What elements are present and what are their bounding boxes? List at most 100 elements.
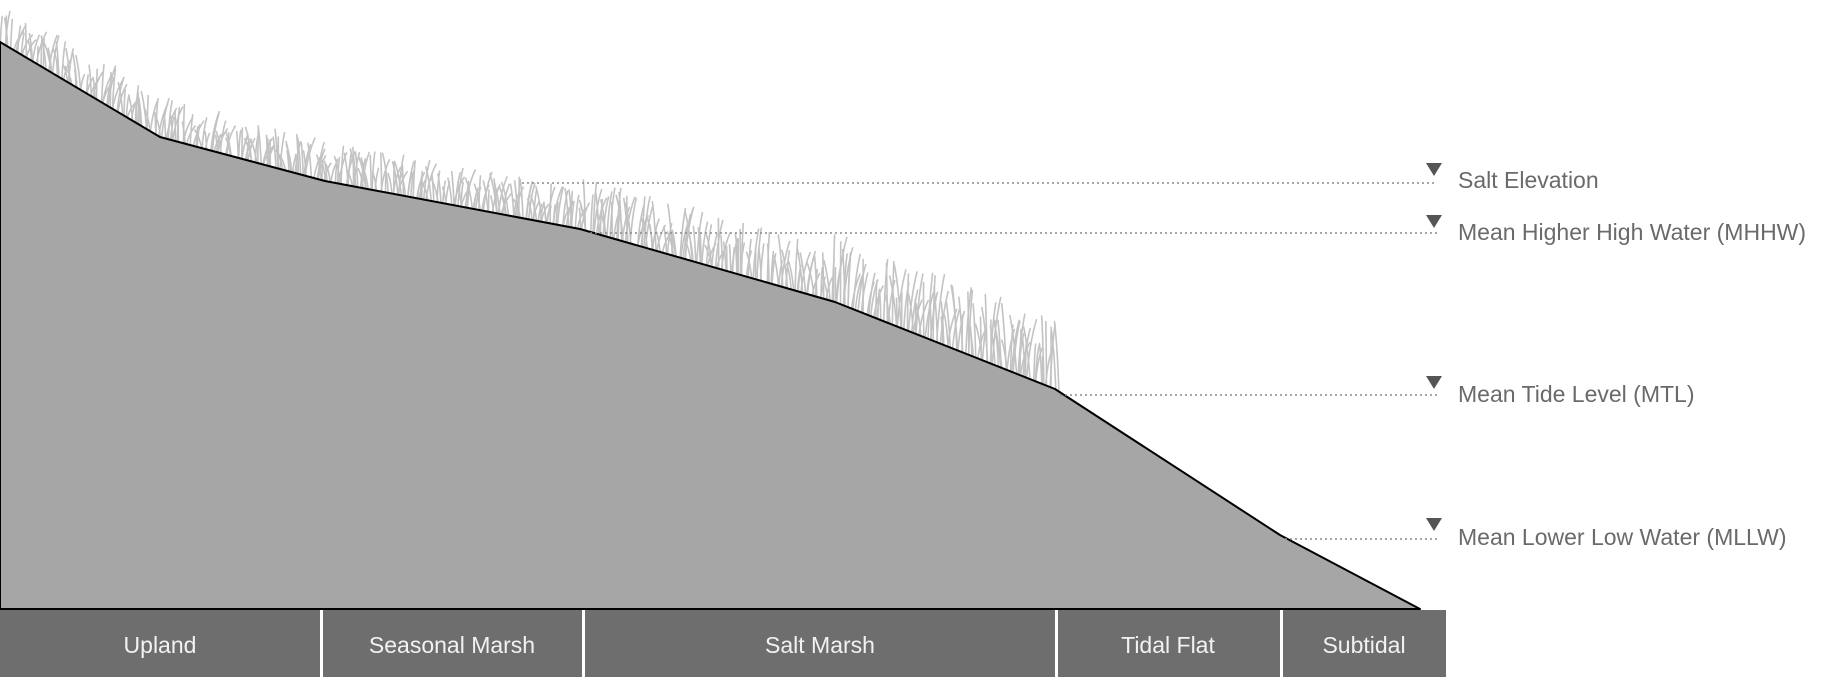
grass-blade [745,251,753,280]
grass-blade [482,180,489,214]
grass-blade [979,316,983,362]
grass-blade [624,202,632,246]
mtl-label: Mean Tide Level (MTL) [1458,381,1694,407]
grass-blade [537,203,543,223]
zone-divider [1280,610,1283,677]
grass-blade [876,288,881,321]
grass-blade [972,303,977,360]
grass-blade [781,249,789,291]
grass-blade [415,171,426,201]
grass-blade [875,280,878,321]
grass-blade [349,148,357,189]
grass-blade [1012,320,1021,374]
grass-blade [473,183,482,213]
grass-blade [984,293,988,364]
down-triangle-icon [1426,163,1442,176]
grass-blade [61,41,67,81]
grass-blade [243,137,253,164]
grass-blade [940,301,945,347]
grass-blade [684,211,694,263]
grass-blade [513,180,519,219]
grass-blade [786,263,793,292]
grass-blade [940,316,944,347]
grass-blade [929,300,933,343]
grass-blade [296,136,302,177]
grass-blade [805,257,815,296]
grass-blade [347,152,352,187]
grass-blade [294,140,302,176]
grass-blade [887,280,896,325]
grass-blade [393,160,403,198]
grass-blade [52,48,60,78]
grass-blade [422,159,431,202]
grass-blade [307,142,313,180]
grass-blade [969,326,973,358]
zone-upland: Upland [124,632,197,658]
grass-blade [957,310,966,352]
grass-blade [555,202,559,227]
grass-blade [481,184,490,213]
grass-blade [437,173,442,205]
grass-blade [48,34,58,72]
grass-blade [31,34,40,63]
grass-blade [369,154,372,192]
grass-blade [667,203,674,258]
grass-blade [806,261,815,298]
grass-blade [888,275,898,329]
grass-blade [519,178,524,220]
grass-blade [549,183,552,226]
grass-blade [739,242,745,278]
grass-blade [4,10,11,48]
grass-blade [1040,315,1045,386]
grass-blade [932,275,936,343]
zone-divider [582,610,585,677]
grass-blade [170,115,173,142]
grass-blade [371,151,376,192]
grass-blade [907,271,918,333]
grass-blade [731,247,736,275]
grass-blade [799,252,807,296]
zone-divider [1055,610,1058,677]
grass-blade [1009,314,1018,376]
grass-blade [989,302,997,366]
grass-blade [279,131,286,172]
grass-blade [961,314,964,354]
grass-blade [396,171,408,197]
grass-blade [272,136,277,170]
grass-blade [1034,344,1040,384]
grass-blade [883,292,892,327]
grass-blade [16,25,22,54]
grass-blade [965,287,972,356]
grass-blade [412,160,416,200]
grass-blade [552,186,563,226]
grass-blade [852,253,861,311]
grass-blade [595,192,600,236]
zone-divider [320,610,323,677]
grass-blade [896,269,907,329]
salt-elevation-label: Salt Elevation [1458,167,1599,193]
grass-blade [640,217,649,250]
grass-blade [799,251,811,295]
grass-blade [692,225,697,265]
grass-blade [407,161,415,199]
grass-blade [500,181,510,218]
grass-blade [841,249,846,309]
grass-blade [989,325,996,368]
grass-blade [478,175,482,212]
grass-blade [643,196,651,249]
grass-blade [489,172,498,216]
grass-blade [854,275,863,313]
grass-blade [914,299,922,339]
grass-blade [509,183,515,218]
grass-blade [532,190,537,222]
grass-blade [860,272,869,315]
grass-blade [215,130,223,156]
grass-blade [821,252,825,301]
grass-blade [796,248,804,295]
grass-blade [237,129,242,160]
grass-blade [893,264,902,331]
grass-blade [155,100,159,137]
grass-blade [770,250,775,286]
grass-blade [945,301,952,351]
grass-blade [40,39,43,69]
